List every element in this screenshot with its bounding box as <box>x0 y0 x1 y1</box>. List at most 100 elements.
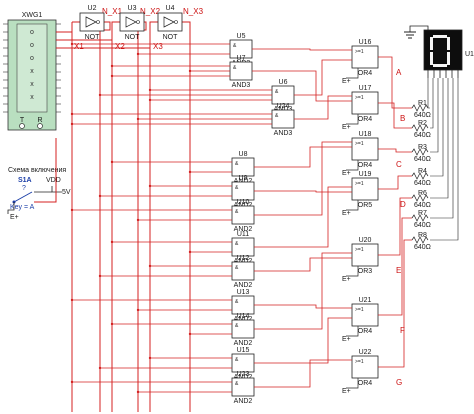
and-gate-u23[interactable]: U23&AND2 <box>231 371 255 405</box>
and-to-or-wire <box>294 95 352 120</box>
terminal-r[interactable] <box>37 123 43 129</box>
generator-row-5: x <box>30 94 34 101</box>
inverter-id-label: U4 <box>166 5 175 12</box>
switch-lever[interactable] <box>13 191 33 203</box>
resistor-id-label: R7 <box>418 210 427 217</box>
and-gate-u8[interactable]: U8&AND2 <box>231 151 255 185</box>
junction-dot <box>136 117 140 121</box>
and-gate-type-label: AND2 <box>234 178 253 185</box>
resistor-r7[interactable]: R7 640Ω <box>411 78 454 229</box>
and-gate-symbol: & <box>235 323 239 329</box>
junction-dot <box>188 69 192 73</box>
display-ground-wire <box>409 25 429 32</box>
and-gate-type-label: AND3 <box>274 106 293 113</box>
and-to-or-wire <box>254 146 352 168</box>
inverter-bubble-icon <box>174 20 178 24</box>
net-label-x2: X2 <box>115 42 125 51</box>
resistor-value-label: 640Ω <box>414 222 431 229</box>
seven-segment-display[interactable]: U1 <box>404 25 474 78</box>
junction-dot <box>98 366 102 370</box>
and-gate-group: U5&AND2U7&AND3U6&AND3U24&AND3U8&AND2U9&A… <box>229 33 295 405</box>
and-gate-id-label: U7 <box>237 55 246 62</box>
or-gate-ground-wire <box>346 200 359 211</box>
generator-label: XWG1 <box>22 12 43 19</box>
segment-b <box>447 37 450 50</box>
e-plus-label: E+ <box>342 388 351 395</box>
or-gate-type-label: OR4 <box>358 328 373 335</box>
interconnect-wires <box>70 42 412 394</box>
resistor-zigzag-icon <box>411 214 429 222</box>
or-gate-ground-wire <box>346 160 359 171</box>
or-gate-symbol: >=1 <box>355 95 364 101</box>
and-gate-type-label: AND3 <box>274 130 293 137</box>
junction-dot <box>148 98 152 102</box>
junction-dot <box>110 160 114 164</box>
and-gate-id-label: U5 <box>237 33 246 40</box>
resistor-zigzag-icon <box>411 124 429 132</box>
and-to-or-wire <box>252 70 352 102</box>
and-gate-symbol: & <box>275 113 279 119</box>
or-gate-ground-wire <box>346 266 359 277</box>
wire-nx3 <box>182 21 191 412</box>
and-gate-type-label: AND2 <box>234 316 253 323</box>
and-gate-u15[interactable]: U15&AND2 <box>231 347 255 381</box>
terminal-t[interactable] <box>19 123 25 129</box>
or-gate-id-label: U21 <box>359 297 372 304</box>
and-gate-id-label: U14 <box>237 313 250 320</box>
junction-dot <box>136 308 140 312</box>
or-output-label-d: D <box>400 200 406 209</box>
and-gate-u14[interactable]: U14 &AND2 <box>231 313 255 347</box>
supply-feed-wire <box>34 138 57 203</box>
display-label: U1 <box>465 51 474 58</box>
inverter-bubble-icon <box>96 20 100 24</box>
resistor-r8[interactable]: R8 640Ω <box>411 78 459 251</box>
segment-c <box>447 52 450 65</box>
supply-switch-block[interactable]: Схема включения S1A VDD 5V ? Key = A E+ <box>7 138 71 221</box>
and-gate-symbol: & <box>235 241 239 247</box>
junction-dot <box>70 42 74 46</box>
display-segments <box>430 35 450 67</box>
and-gate-symbol: & <box>233 43 237 49</box>
and-to-or-wire <box>254 186 352 248</box>
junction-dot <box>70 208 74 212</box>
supply-title: Схема включения <box>8 167 66 174</box>
or-gate-symbol: >=1 <box>355 141 364 147</box>
resistor-value-label: 640Ω <box>414 132 431 139</box>
or-gate-id-label: U16 <box>359 39 372 46</box>
and-gate-symbol: & <box>235 357 239 363</box>
and-gate-id-label: U24 <box>277 103 290 110</box>
and-gate-id-label: U11 <box>237 231 249 238</box>
resistor-value-label: 640Ω <box>414 244 431 251</box>
junction-dot <box>188 332 192 336</box>
resistor-to-display-wire <box>430 78 459 241</box>
and-gate-u7[interactable]: U7&AND3 <box>229 55 253 89</box>
junction-dot <box>70 122 74 126</box>
and-gate-symbol: & <box>233 65 237 71</box>
or-gate-symbol: >=1 <box>355 359 364 365</box>
inverter-body <box>119 12 145 32</box>
and-gate-u10[interactable]: U10&AND2 <box>231 199 255 233</box>
e-plus-label: E+ <box>342 336 351 343</box>
or-to-resistor-wire <box>378 197 412 256</box>
and-gate-symbol: & <box>235 161 239 167</box>
or-output-label-g: G <box>396 378 402 387</box>
and-to-or-wire <box>254 141 352 216</box>
switch-ground-wire <box>7 202 15 214</box>
resistor-id-label: R8 <box>418 232 427 239</box>
